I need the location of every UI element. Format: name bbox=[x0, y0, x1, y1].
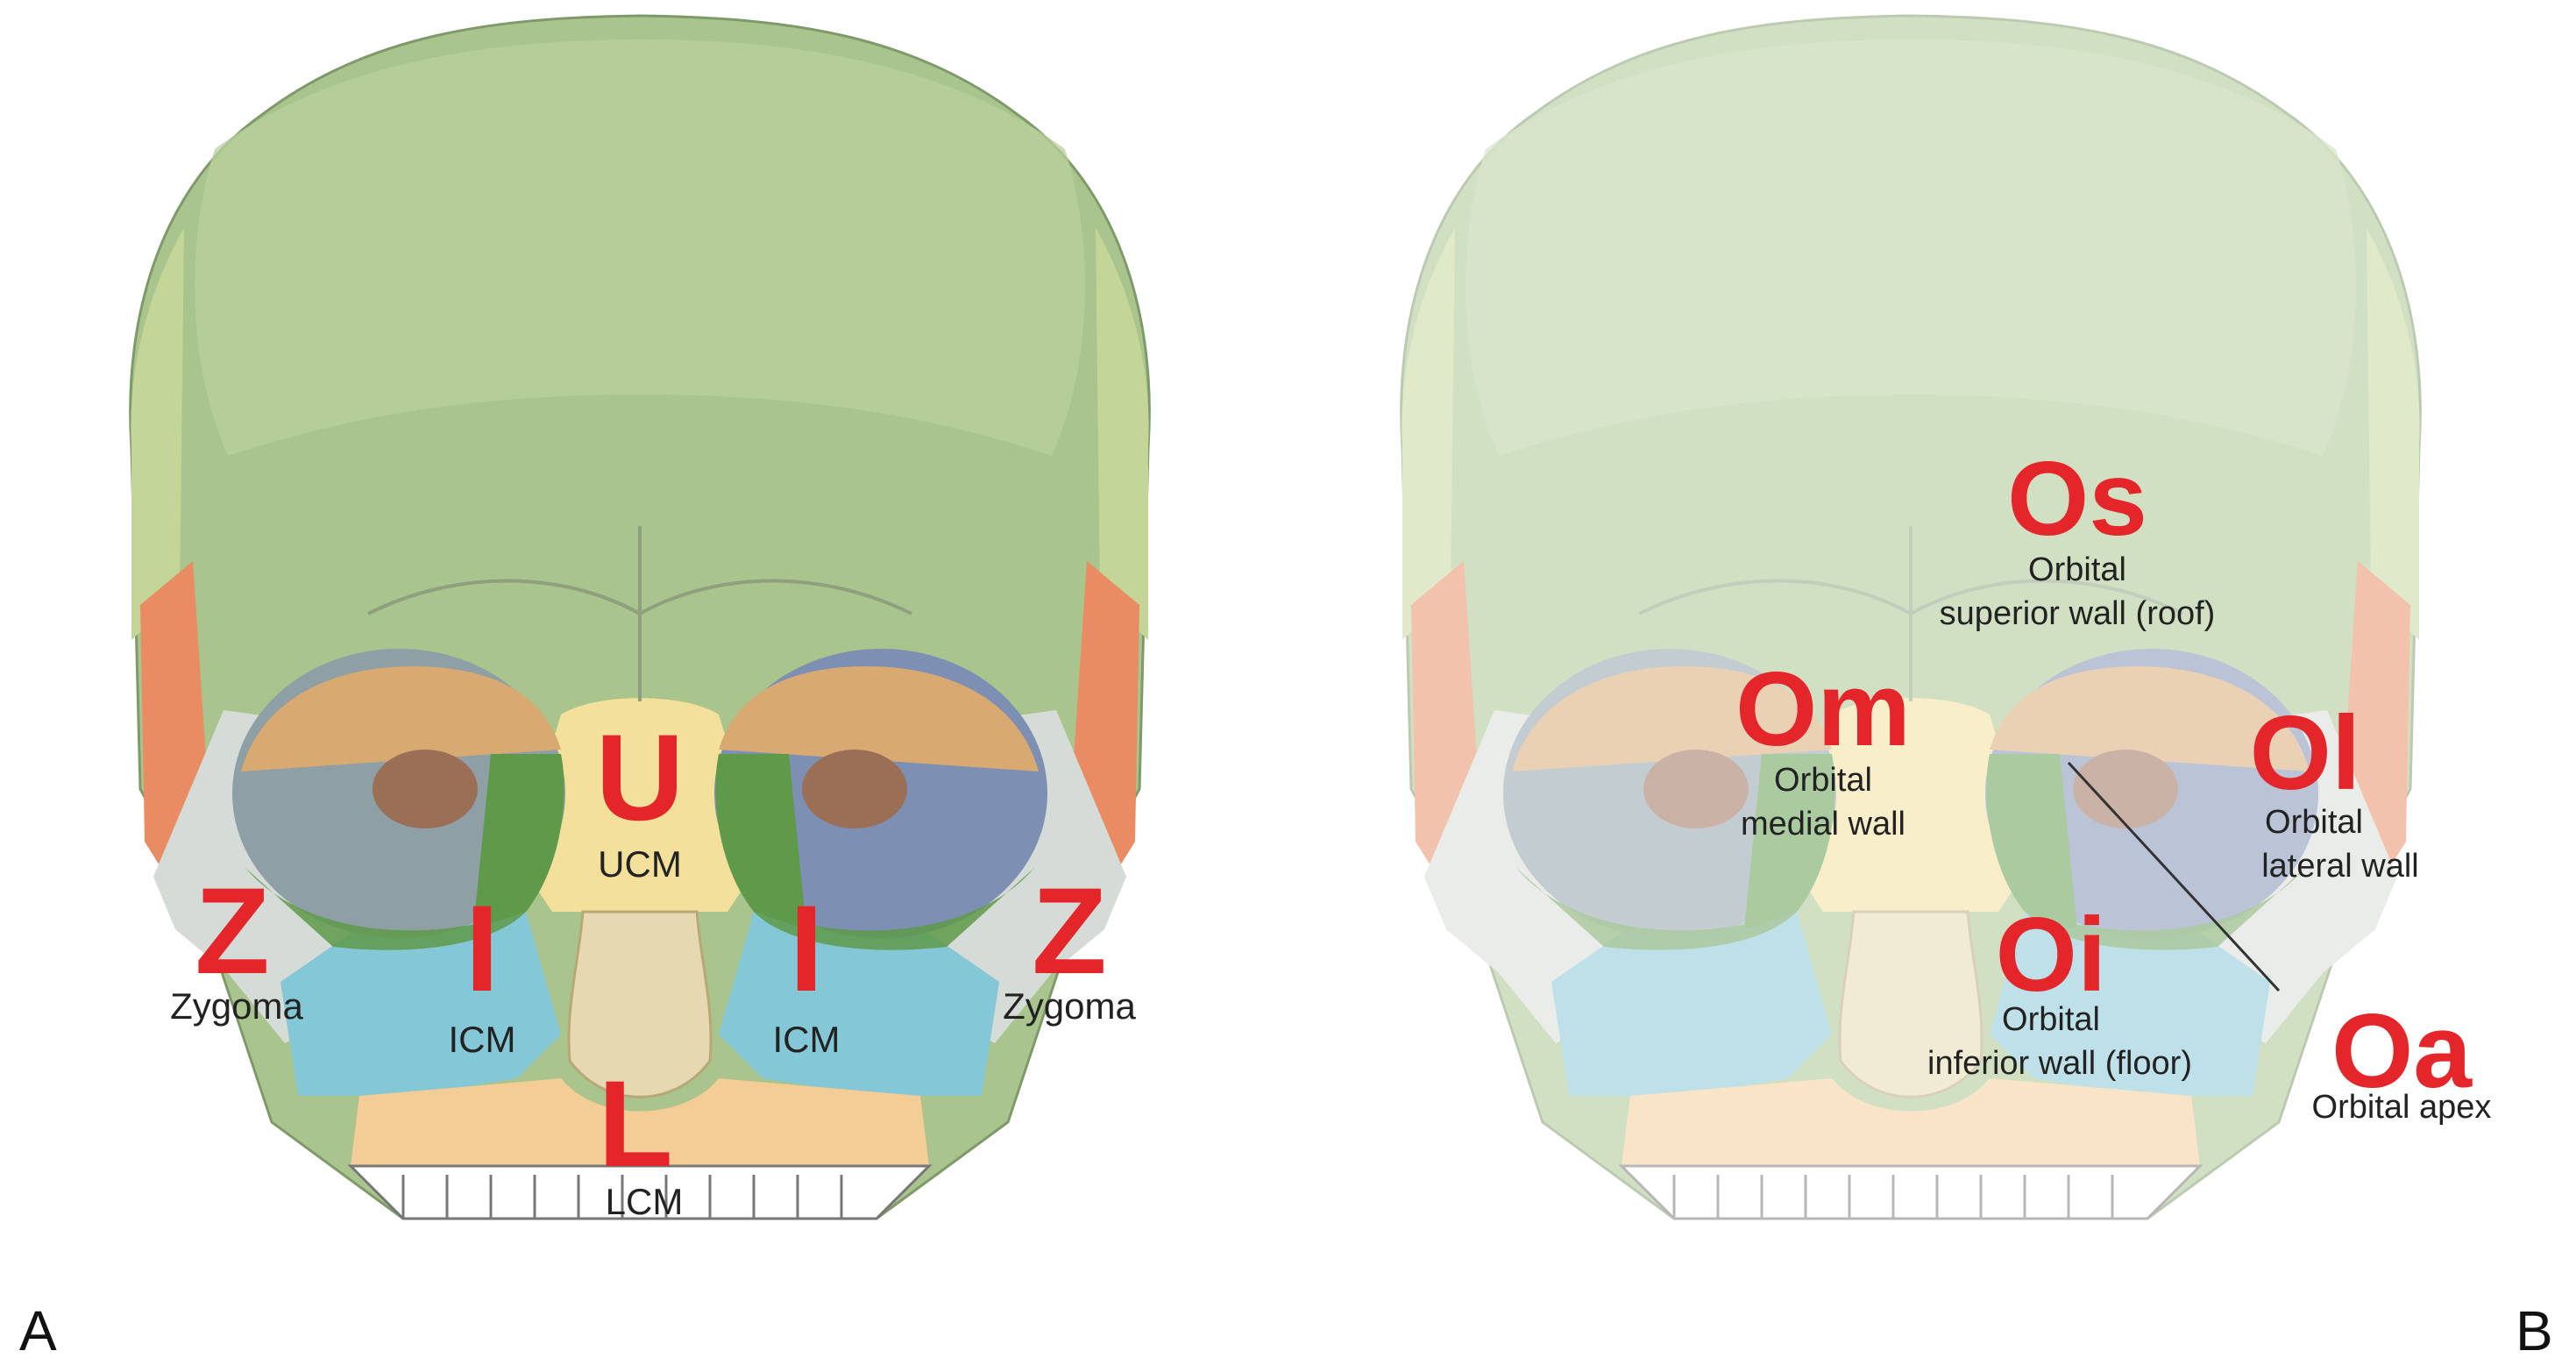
ol-line2: lateral wall bbox=[2261, 848, 2419, 885]
zygoma-right-label: Zygoma bbox=[170, 985, 303, 1027]
ol-line1: Orbital bbox=[2265, 804, 2363, 841]
panel-a-label: A bbox=[19, 1299, 57, 1358]
ol-letter: Ol bbox=[2250, 694, 2361, 812]
zygoma-left-letter: Z bbox=[1032, 862, 1107, 999]
om-line1: Orbital bbox=[1774, 762, 1872, 799]
icm-right-label: ICM bbox=[449, 1019, 516, 1060]
oi-letter: Oi bbox=[1996, 896, 2107, 1013]
oa-letter: Oa bbox=[2331, 992, 2473, 1110]
oi-line1: Orbital bbox=[2002, 1001, 2100, 1038]
panel-b-label: B bbox=[2516, 1299, 2553, 1358]
icm-left-letter: I bbox=[790, 879, 824, 1017]
panel-b-skull bbox=[1399, 14, 2423, 1220]
zygoma-left-label: Zygoma bbox=[1003, 985, 1136, 1027]
oi-line2: inferior wall (floor) bbox=[1927, 1045, 2192, 1082]
ucm-letter: U bbox=[595, 708, 684, 846]
lcm-label: LCM bbox=[606, 1181, 684, 1222]
ucm-label: UCM bbox=[598, 843, 682, 885]
oa-line1: Orbital apex bbox=[2312, 1089, 2492, 1126]
zygoma-right-letter: Z bbox=[195, 862, 270, 999]
icm-left-label: ICM bbox=[773, 1019, 841, 1060]
os-line2: superior wall (roof) bbox=[1940, 595, 2216, 632]
oa-leader-line bbox=[2067, 761, 2281, 992]
lcm-letter: L bbox=[598, 1055, 673, 1192]
os-line1: Orbital bbox=[2028, 551, 2126, 588]
os-letter: Os bbox=[2007, 440, 2147, 558]
om-line2: medial wall bbox=[1741, 806, 1905, 843]
om-letter: Om bbox=[1735, 651, 1911, 768]
panel-a-skull bbox=[128, 14, 1152, 1220]
icm-right-letter: I bbox=[465, 879, 500, 1017]
